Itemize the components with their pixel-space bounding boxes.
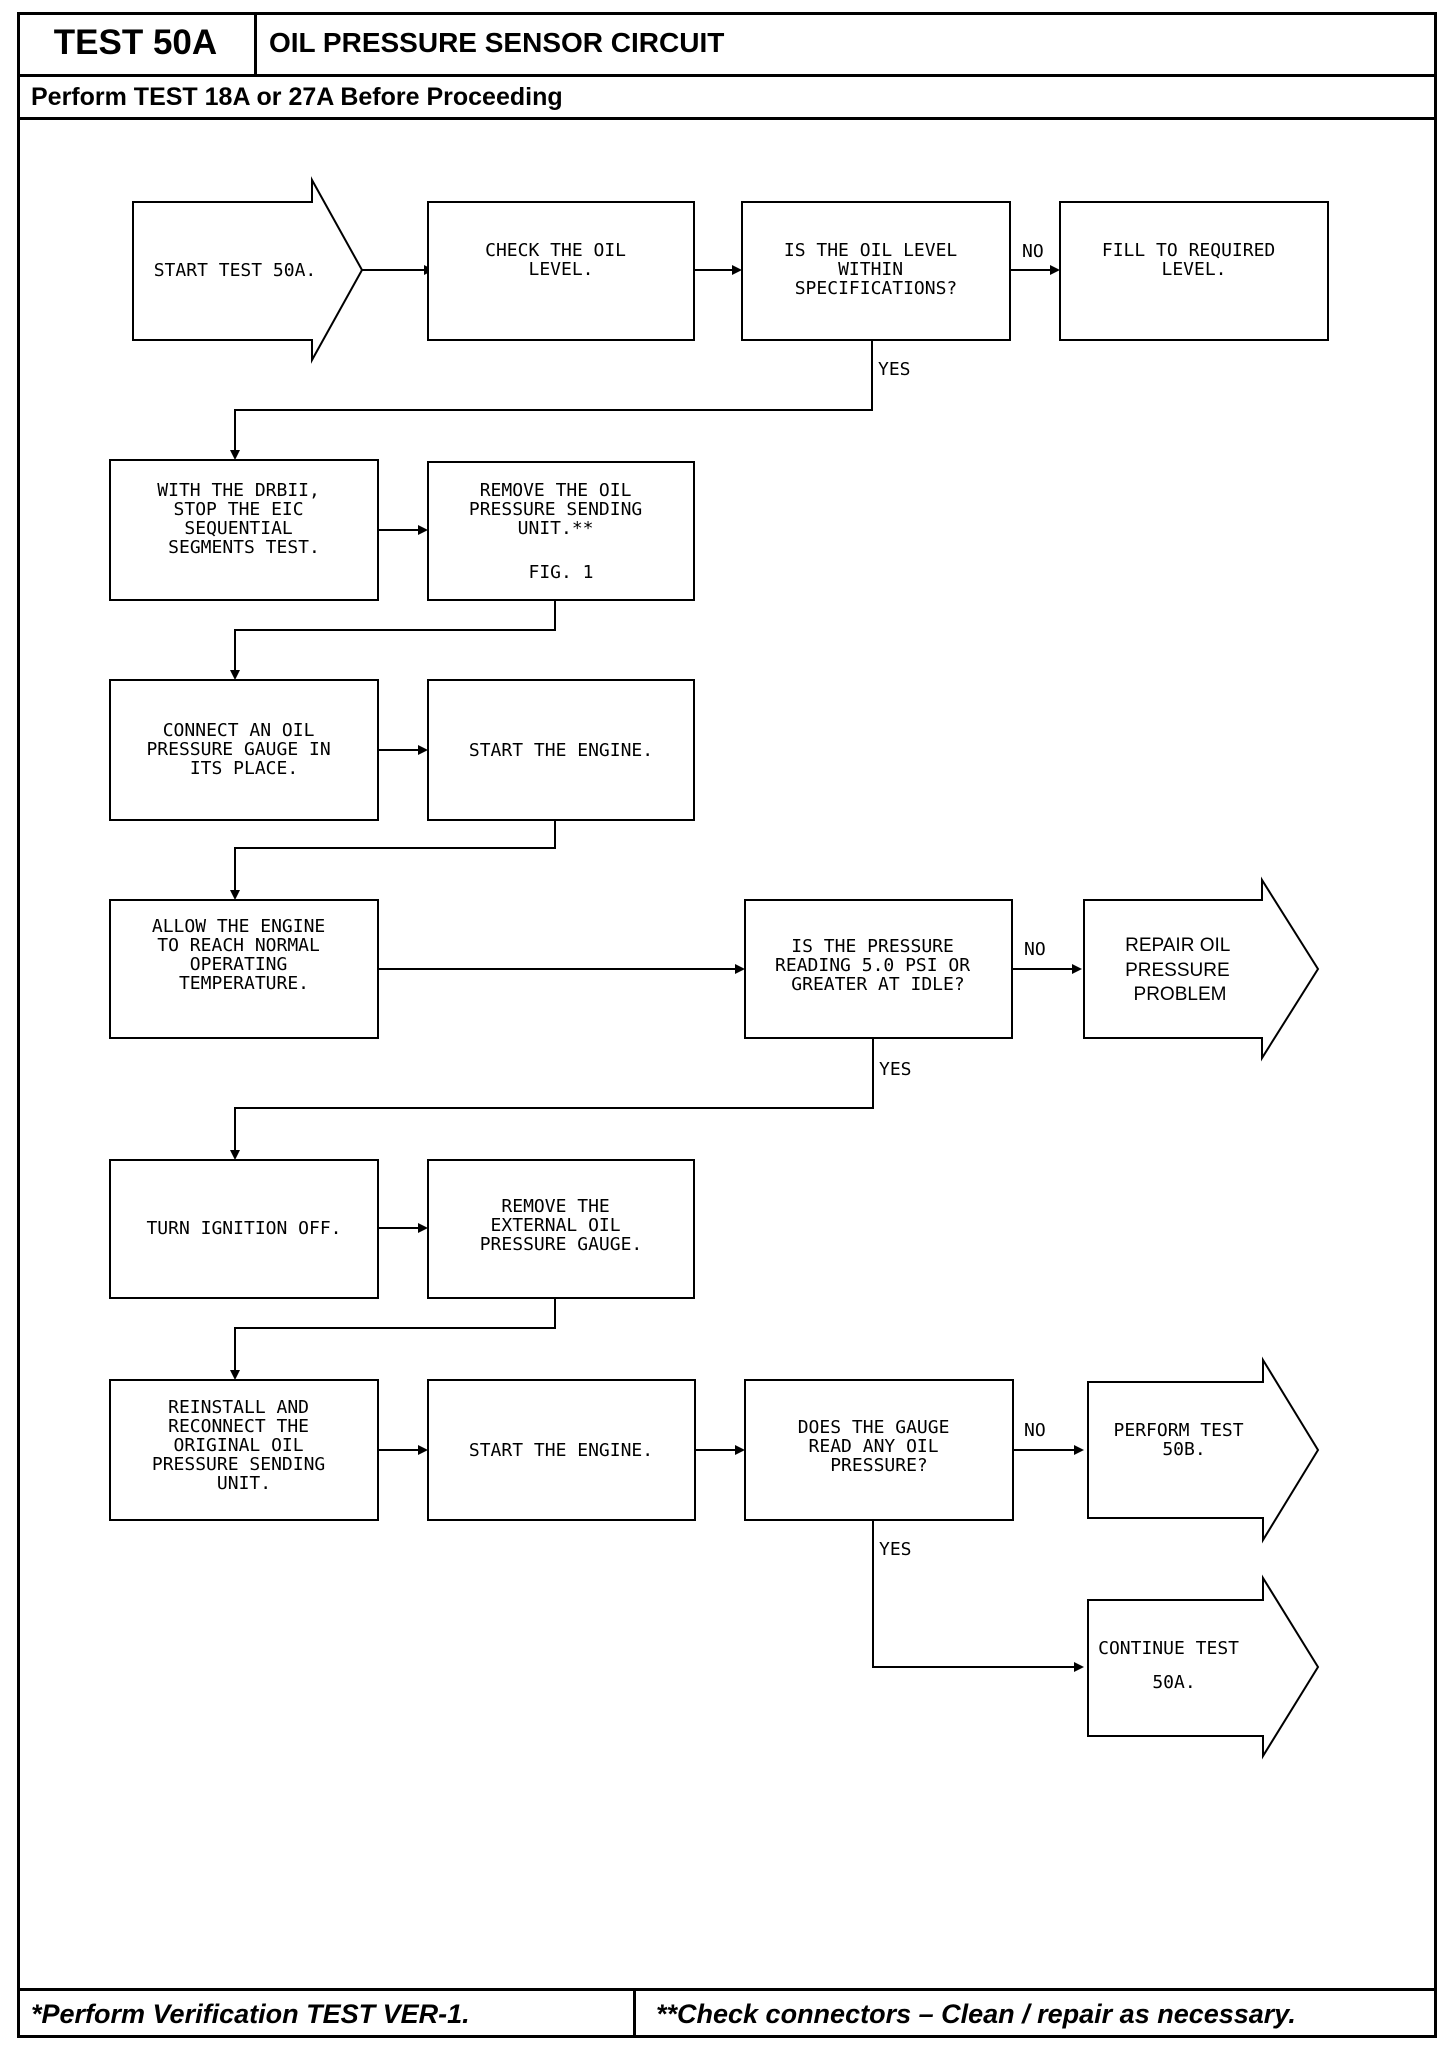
page-frame (17, 12, 1437, 2038)
start-test-arrow: START TEST 50A. (132, 176, 364, 364)
reinstall-sender-box: REINSTALL AND RECONNECT THE ORIGINAL OIL… (109, 1379, 379, 1521)
connect-gauge-box: CONNECT AN OIL PRESSURE GAUGE IN ITS PLA… (109, 679, 379, 821)
yes-label: YES (878, 359, 911, 380)
remove-sender-box: REMOVE THE OIL PRESSURE SENDING UNIT.** … (427, 461, 695, 601)
yes-label: YES (879, 1059, 912, 1080)
oil-level-decision: IS THE OIL LEVEL WITHIN SPECIFICATIONS? (741, 201, 1011, 341)
start-engine-box-1: START THE ENGINE. (427, 679, 695, 821)
start-engine-text-2: START THE ENGINE. (469, 1440, 653, 1461)
stop-eic-box: WITH THE DRBII, STOP THE EIC SEQUENTIAL … (109, 459, 379, 601)
connect-gauge-text: CONNECT AN OIL PRESSURE GAUGE IN ITS PLA… (146, 720, 341, 779)
pressure-question-text: IS THE PRESSURE READING 5.0 PSI OR GREAT… (775, 936, 981, 995)
verification-footnote: *Perform Verification TEST VER-1. (17, 1988, 636, 2038)
ignition-off-box: TURN IGNITION OFF. (109, 1159, 379, 1299)
remove-sender-text: REMOVE THE OIL PRESSURE SENDING UNIT.** … (469, 480, 653, 583)
pressure-decision: IS THE PRESSURE READING 5.0 PSI OR GREAT… (744, 899, 1013, 1039)
oil-level-question-text: IS THE OIL LEVEL WITHIN SPECIFICATIONS? (784, 240, 968, 299)
fill-oil-text: FILL TO REQUIRED LEVEL. (1102, 240, 1286, 280)
remove-gauge-text: REMOVE THE EXTERNAL OIL PRESSURE GAUGE. (480, 1196, 643, 1255)
page-title: OIL PRESSURE SENSOR CIRCUIT (269, 27, 725, 58)
perform-50b-arrow: PERFORM TEST 50B. (1087, 1356, 1320, 1544)
repair-pressure-arrow: REPAIR OIL PRESSURE PROBLEM (1083, 876, 1320, 1062)
check-oil-box: CHECK THE OIL LEVEL. (427, 201, 695, 341)
prerequisite-note: Perform TEST 18A or 27A Before Proceedin… (17, 74, 1437, 120)
reinstall-sender-text: REINSTALL AND RECONNECT THE ORIGINAL OIL… (152, 1397, 336, 1494)
continue-50a-arrow: CONTINUE TEST 50A. (1087, 1574, 1320, 1760)
yes-label: YES (879, 1539, 912, 1560)
connector-footnote: **Check connectors – Clean / repair as n… (636, 1988, 1437, 2038)
gauge-question-text: DOES THE GAUGE READ ANY OIL PRESSURE? (798, 1417, 961, 1476)
start-test-text: START TEST 50A. (154, 260, 317, 281)
start-engine-text-1: START THE ENGINE. (469, 740, 653, 761)
warm-engine-box: ALLOW THE ENGINE TO REACH NORMAL OPERATI… (109, 899, 379, 1039)
no-label: NO (1024, 1420, 1046, 1441)
warm-engine-text: ALLOW THE ENGINE TO REACH NORMAL OPERATI… (152, 916, 336, 994)
gauge-decision: DOES THE GAUGE READ ANY OIL PRESSURE? (744, 1379, 1014, 1521)
perform-50b-text: PERFORM TEST 50B. (1114, 1420, 1255, 1460)
start-engine-box-2: START THE ENGINE. (427, 1379, 696, 1521)
no-label: NO (1024, 939, 1046, 960)
repair-pressure-text: REPAIR OIL PRESSURE PROBLEM (1125, 935, 1235, 1005)
fill-oil-box: FILL TO REQUIRED LEVEL. (1059, 201, 1329, 341)
stop-eic-text: WITH THE DRBII, STOP THE EIC SEQUENTIAL … (157, 480, 330, 558)
check-oil-text: CHECK THE OIL LEVEL. (485, 240, 637, 280)
ignition-off-text: TURN IGNITION OFF. (146, 1218, 341, 1239)
no-label: NO (1022, 241, 1044, 262)
test-code: TEST 50A (17, 12, 257, 74)
continue-50a-text: CONTINUE TEST 50A. (1098, 1638, 1250, 1693)
remove-gauge-box: REMOVE THE EXTERNAL OIL PRESSURE GAUGE. (427, 1159, 695, 1299)
